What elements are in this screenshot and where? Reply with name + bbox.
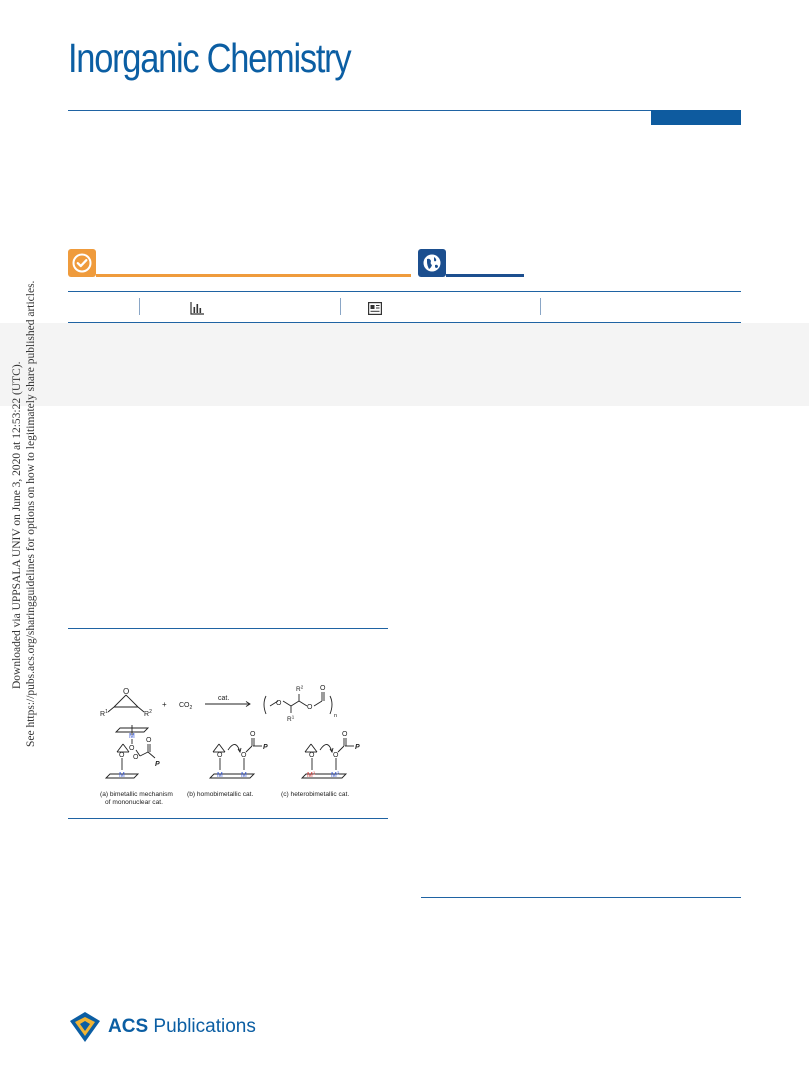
polymer-label-c: P: [355, 744, 360, 751]
caption-a-line-1: (a) bimetallic mechanism: [100, 791, 173, 798]
metrics-divider-3: [540, 298, 541, 315]
polymer-label-b: P: [263, 744, 268, 751]
globe-icon[interactable]: [418, 249, 446, 277]
reaction-scheme-figure: O R1 R2 + CO2 cat. O O O R2 R1 n M O O O…: [100, 672, 372, 812]
figure-top-rule: [68, 628, 388, 629]
polymer-r1-label: R1: [287, 715, 295, 724]
acs-publications-wordmark: ACS Publications: [108, 1016, 256, 1037]
co2-label: CO2: [179, 702, 193, 711]
caption-a-line-2: of mononuclear cat.: [105, 799, 163, 806]
header-accent-block: [651, 110, 741, 125]
top-oxygen-1: O: [129, 745, 135, 752]
r1-label: R1: [100, 709, 108, 718]
bar-chart-icon[interactable]: [190, 302, 204, 320]
polymer-oxygen-2: O: [307, 704, 313, 711]
checkmark-icon[interactable]: [68, 249, 96, 277]
top-oxygen-3: O: [146, 737, 152, 744]
b-oxygen-3: O: [250, 731, 256, 738]
b-oxygen-1: O: [217, 752, 223, 759]
b-oxygen-2: O: [241, 752, 247, 759]
c-oxygen-2: O: [333, 752, 339, 759]
article-recommendations-icon[interactable]: [368, 302, 383, 320]
download-notice-line-1: Downloaded via UPPSALA UNIV on June 3, 2…: [11, 361, 23, 689]
journal-title: Inorganic Chemistry: [68, 35, 352, 81]
metal-label-b-1: M: [217, 772, 223, 779]
download-notice: Downloaded via UPPSALA UNIV on June 3, 2…: [8, 281, 44, 750]
metrics-top-rule: [68, 291, 741, 292]
download-notice-line-2: See https://pubs.acs.org/sharingguidelin…: [25, 280, 37, 747]
figure-bottom-rule: [68, 818, 388, 819]
open-access-bar: [96, 274, 411, 277]
catalyst-label: cat.: [218, 695, 229, 702]
metal-label-a: M: [119, 772, 125, 779]
license-bar: [446, 274, 524, 277]
metrics-divider-1: [139, 298, 140, 315]
right-column-rule: [421, 897, 741, 898]
caption-c: (c) heterobimetallic cat.: [281, 791, 349, 798]
polymer-oxygen-3: O: [320, 685, 326, 692]
polymer-oxygen-1: O: [276, 700, 282, 707]
polymer-label-a: P: [155, 761, 160, 768]
metrics-bottom-rule: [68, 322, 741, 323]
metal-label-b-2: M: [241, 772, 247, 779]
metal-label-c-1: M1: [307, 771, 316, 780]
polymer-r2-label: R2: [296, 685, 304, 694]
metrics-divider-2: [340, 298, 341, 315]
c-oxygen-3: O: [342, 731, 348, 738]
acs-hexagon-logo-icon: [70, 1012, 100, 1042]
a-oxygen: O: [119, 752, 125, 759]
reaction-scheme-svg: O R1 R2 + CO2 cat. O O O R2 R1 n M O O O…: [100, 685, 360, 807]
acs-publications-logo[interactable]: ACS Publications: [68, 1011, 256, 1043]
epoxide-oxygen-label: O: [123, 687, 129, 696]
metal-label-top: M: [129, 733, 135, 740]
polymer-n-label: n: [334, 713, 337, 719]
abstract-band: [0, 323, 809, 406]
c-oxygen-1: O: [309, 752, 315, 759]
plus-label: +: [162, 700, 167, 709]
caption-b: (b) homobimetallic cat.: [187, 791, 253, 798]
top-oxygen-2: O: [133, 754, 139, 761]
metal-label-c-2: M2: [331, 771, 340, 780]
r2-label: R2: [144, 709, 152, 718]
header-rule: [68, 110, 651, 111]
